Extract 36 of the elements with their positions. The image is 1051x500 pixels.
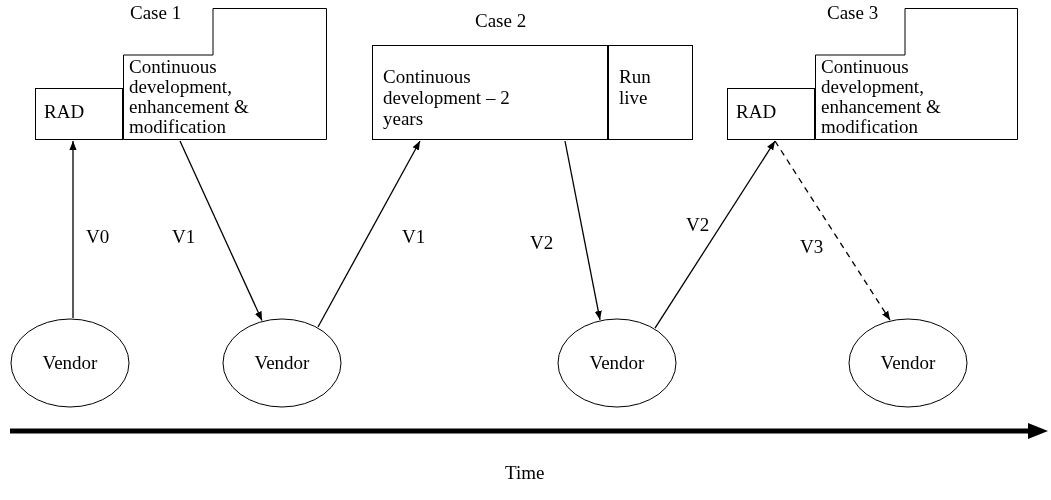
node-text: Continuous development – 2 years <box>383 66 511 129</box>
edge-label: V2 <box>686 214 710 235</box>
stepped-box <box>123 8 327 140</box>
node-text: Vendor <box>879 352 937 373</box>
vendor-ellipse <box>848 318 968 408</box>
case-label: Case 2 <box>475 10 527 31</box>
node-text: Continuous development, enhancement & modification <box>129 57 250 137</box>
edge-label: V1 <box>172 226 196 247</box>
process-box <box>372 45 608 140</box>
process-box <box>727 88 815 140</box>
process-box <box>35 88 123 140</box>
node-text: Continuous development, enhancement & modification <box>821 57 942 137</box>
node-text: RAD <box>736 101 778 122</box>
node-text: RAD <box>44 101 86 122</box>
vendor-ellipse <box>557 318 677 408</box>
case-label: Case 3 <box>827 2 879 23</box>
edge-label: V1 <box>402 226 426 247</box>
arrow <box>317 140 421 328</box>
node-text: Vendor <box>41 352 99 373</box>
node-text: Vendor <box>588 352 646 373</box>
arrow <box>774 140 891 321</box>
arrow <box>69 140 77 319</box>
arrow <box>564 140 602 321</box>
node-text: Run live <box>619 66 652 108</box>
process-box <box>608 45 693 140</box>
axis-label: Time <box>505 462 545 483</box>
case-label: Case 1 <box>130 2 182 23</box>
edge-label: V3 <box>800 236 824 257</box>
edge-label: V0 <box>86 226 110 247</box>
vendor-ellipse <box>10 318 130 408</box>
edge-label: V2 <box>530 232 554 253</box>
vendor-ellipse <box>222 318 342 408</box>
arrow <box>179 140 263 322</box>
node-text: Vendor <box>253 352 311 373</box>
arrow <box>654 140 776 329</box>
stepped-box <box>815 8 1018 140</box>
